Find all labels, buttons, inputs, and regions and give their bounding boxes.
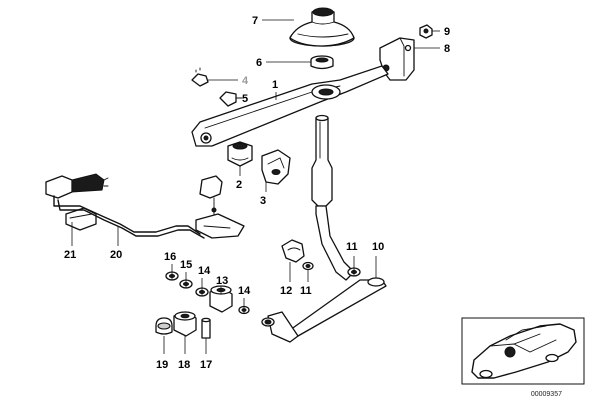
label-part-14-lower: 14 — [238, 285, 251, 297]
vehicle-location-inset — [461, 317, 585, 385]
location-marker-icon — [504, 346, 516, 358]
part-21-switch — [45, 173, 109, 231]
label-part-10: 10 — [372, 241, 384, 253]
part-9-nut — [419, 24, 433, 39]
label-part-11-lower: 11 — [300, 285, 312, 297]
label-part-9: 9 — [444, 26, 450, 38]
leader-lines — [71, 19, 440, 354]
label-part-1: 1 — [272, 79, 278, 91]
part-17-pin — [201, 317, 211, 339]
label-part-11-upper: 11 — [346, 241, 358, 253]
part-11-washer — [302, 261, 314, 271]
label-part-13: 13 — [216, 275, 228, 287]
part-7-gear-boot — [289, 7, 355, 47]
part-3-clip — [261, 149, 291, 185]
part-6-bearing-ring — [310, 55, 334, 70]
label-part-16: 16 — [164, 251, 176, 263]
label-part-8: 8 — [444, 43, 450, 55]
part-20-cable — [53, 195, 205, 239]
part-10-shift-rod — [261, 277, 387, 343]
label-part-7: 7 — [252, 15, 258, 27]
part-5-screw — [219, 91, 243, 107]
part-2-bushing — [227, 141, 253, 167]
label-part-2: 2 — [236, 179, 242, 191]
part-1-selector-arm — [191, 65, 389, 147]
label-part-15: 15 — [180, 259, 192, 271]
label-part-12: 12 — [280, 285, 292, 297]
part-4-plug — [191, 67, 209, 87]
label-part-20: 20 — [110, 249, 122, 261]
selector-housing — [195, 175, 245, 239]
label-part-14-upper: 14 — [198, 265, 211, 277]
label-part-5: 5 — [242, 93, 248, 105]
part-18-bushing — [173, 311, 197, 337]
label-part-4: 4 — [242, 75, 249, 87]
part-12-bracket — [281, 239, 305, 263]
label-part-18: 18 — [178, 359, 190, 371]
label-part-17: 17 — [200, 359, 212, 371]
label-part-3: 3 — [260, 195, 266, 207]
part-19-cap — [155, 317, 173, 335]
label-part-6: 6 — [256, 57, 262, 69]
label-part-21: 21 — [64, 249, 76, 261]
part-labels: 7 9 8 6 4 1 5 2 3 21 20 11 10 16 15 14 1… — [64, 15, 450, 371]
document-number: 00009357 — [531, 391, 562, 398]
label-part-19: 19 — [156, 359, 168, 371]
gear-stick-shaft — [311, 114, 355, 281]
